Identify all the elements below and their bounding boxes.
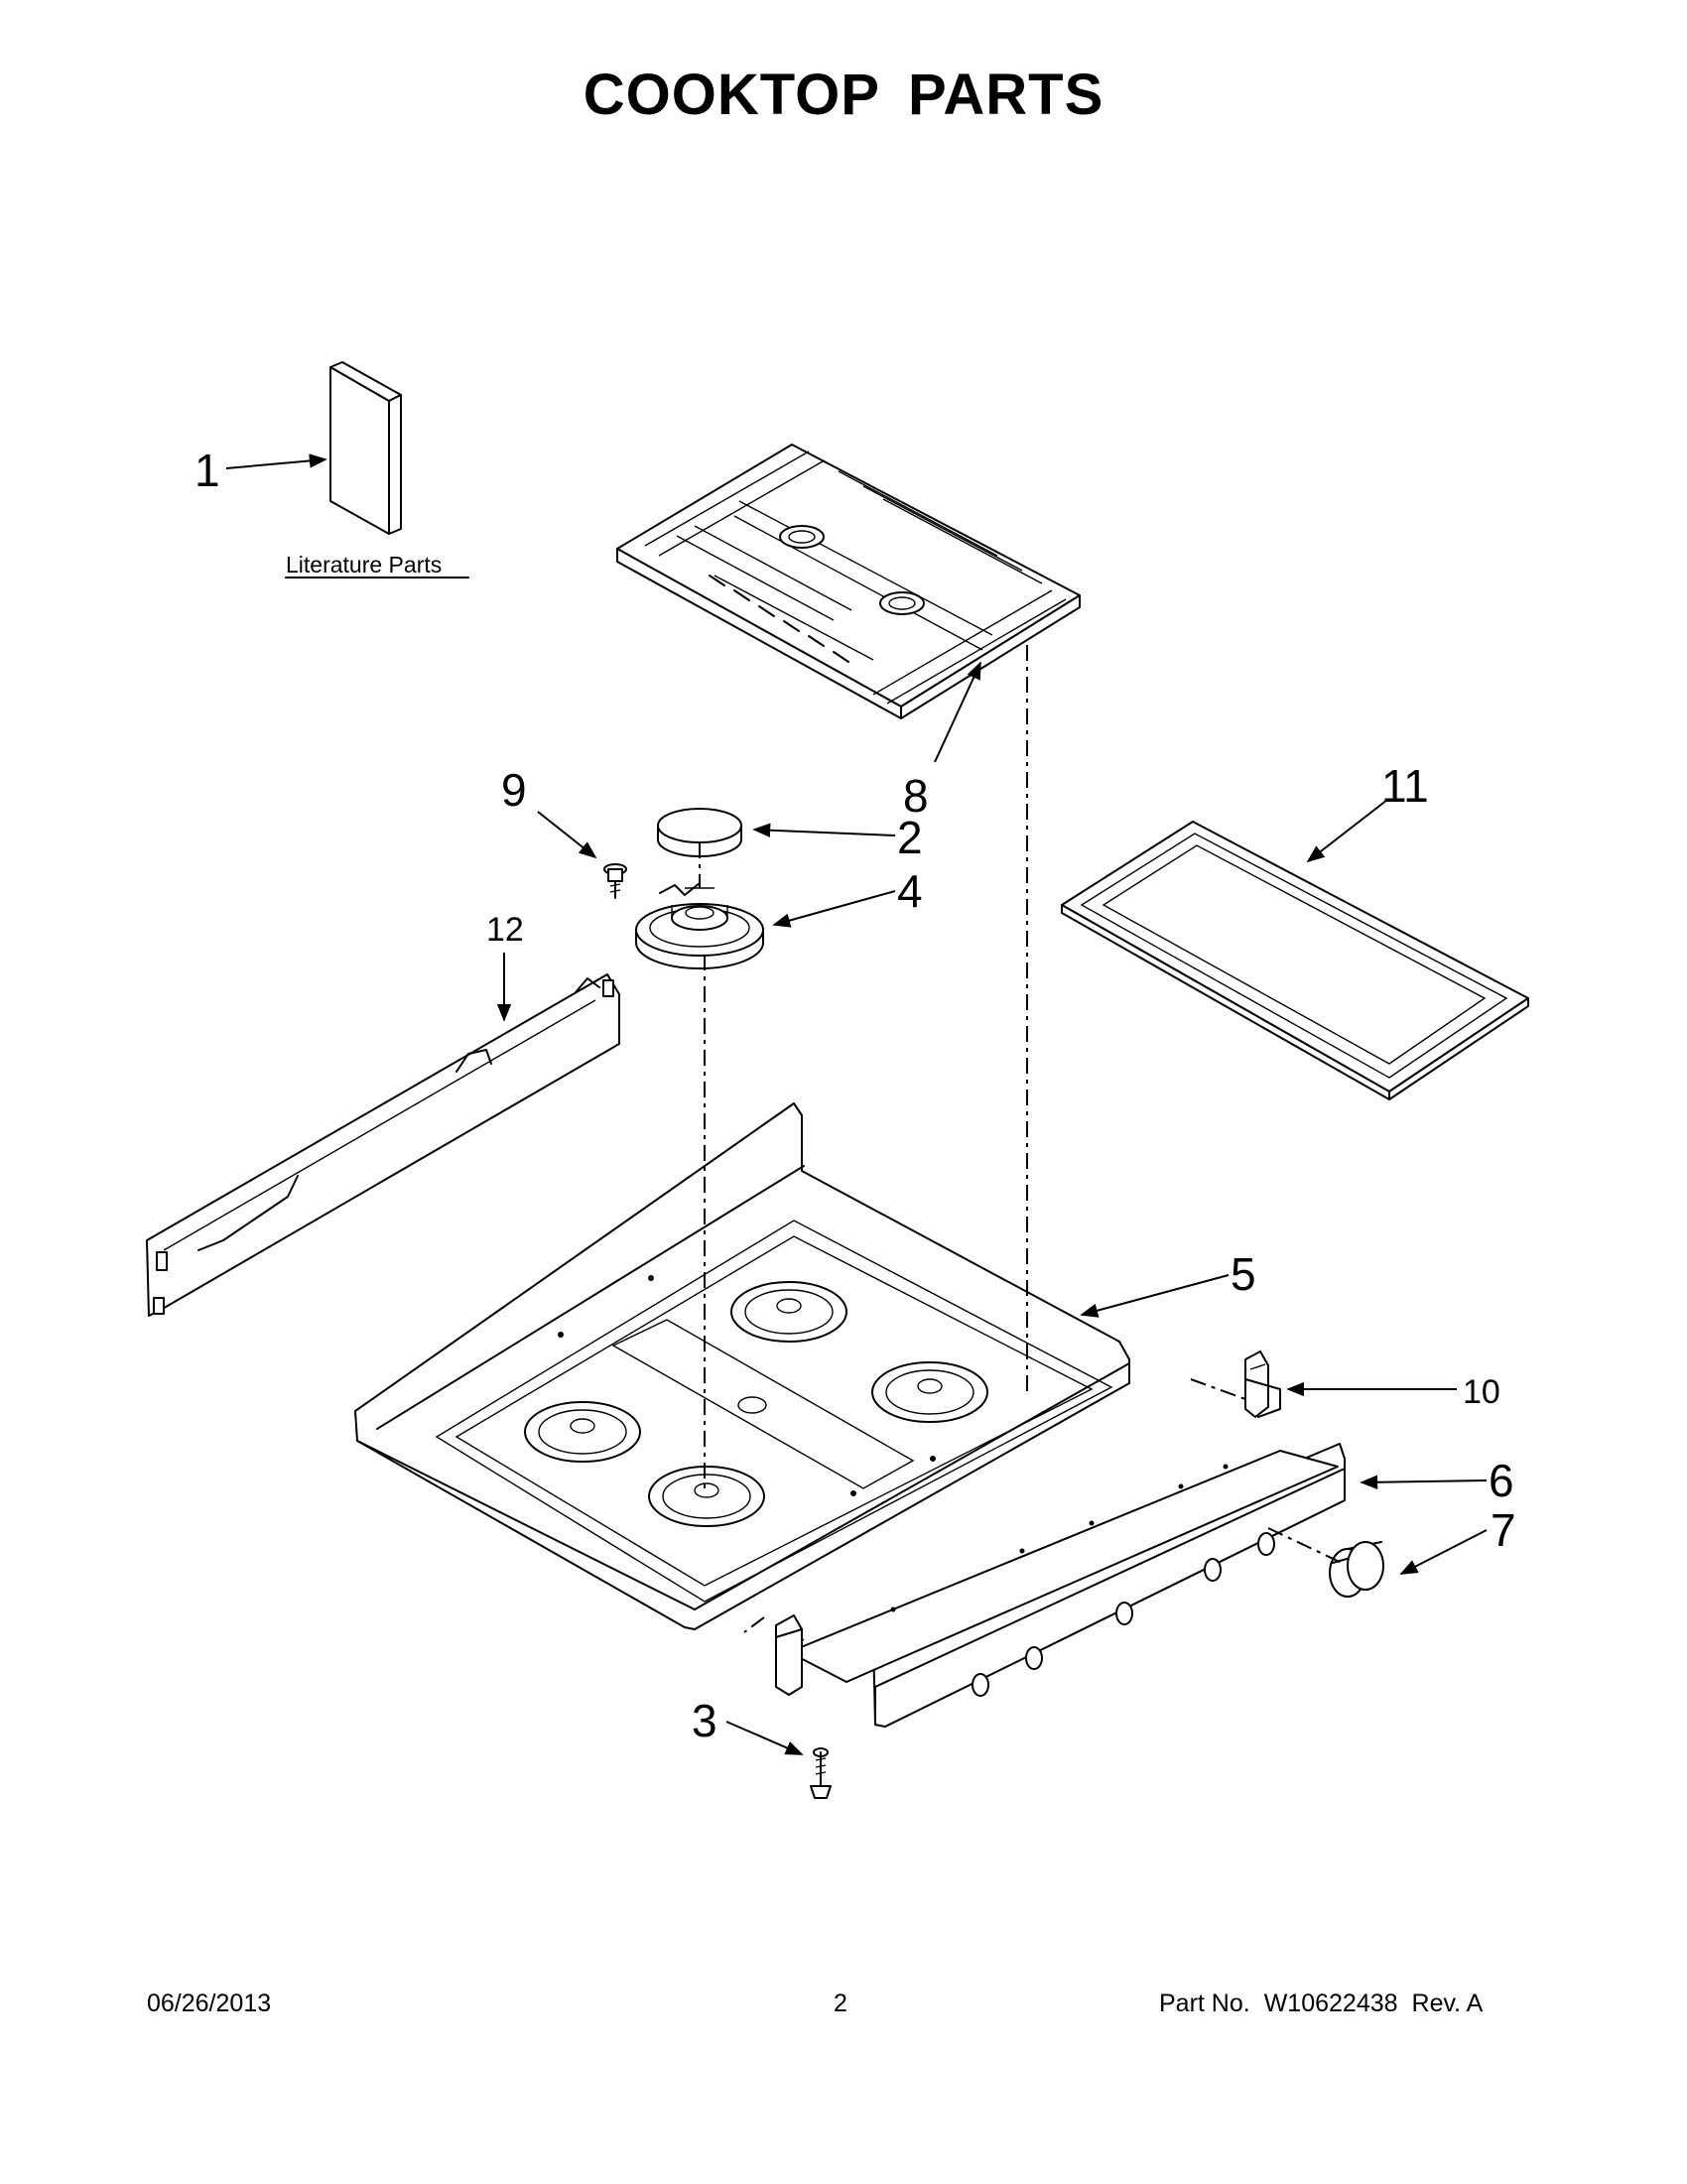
footer-page-number: 2: [834, 1990, 847, 2017]
griddle: [1061, 821, 1529, 1100]
callout-10: 10: [1463, 1373, 1500, 1411]
assembly-lines: [699, 645, 1343, 1633]
callout-5: 5: [1231, 1248, 1256, 1300]
control-panel-manifold: [775, 1443, 1346, 1728]
callout-1: 1: [195, 445, 220, 496]
control-knob: [1329, 1541, 1384, 1598]
burner-base: [635, 882, 764, 969]
callout-2: 2: [897, 812, 923, 863]
page-title: COOKTOP PARTS: [583, 63, 1104, 127]
callout-9: 9: [501, 764, 527, 816]
rear-trim-bracket: [146, 973, 620, 1317]
literature-booklet: [329, 361, 402, 535]
part-prefix: Part No.: [1159, 1990, 1250, 2017]
cooktop-main-top: [354, 1102, 1130, 1630]
revision: Rev. A: [1411, 1990, 1484, 2017]
burner-screw: [603, 863, 627, 899]
leader-lines: [225, 453, 1488, 1755]
mounting-screw: [810, 1747, 832, 1799]
callout-4: 4: [897, 865, 923, 917]
footer-date: 06/26/2013: [147, 1990, 272, 2017]
literature-parts-label: Literature Parts: [285, 552, 469, 578]
callout-11: 11: [1381, 760, 1429, 812]
part-number: W10622438: [1263, 1990, 1398, 2017]
callout-numbers: 1 2 3 4 5 6 7 8 9 10 11 12: [195, 445, 1516, 1746]
manifold-bracket: [1244, 1350, 1281, 1418]
callout-8: 8: [903, 770, 929, 822]
literature-parts-text: Literature Parts: [286, 552, 442, 578]
callout-12: 12: [486, 911, 524, 949]
callout-6: 6: [1489, 1455, 1514, 1506]
cooktop-grate: [616, 444, 1081, 719]
callout-7: 7: [1491, 1504, 1516, 1556]
callout-3: 3: [692, 1695, 717, 1746]
footer-part-number: Part No. W10622438 Rev. A: [1159, 1990, 1483, 2018]
